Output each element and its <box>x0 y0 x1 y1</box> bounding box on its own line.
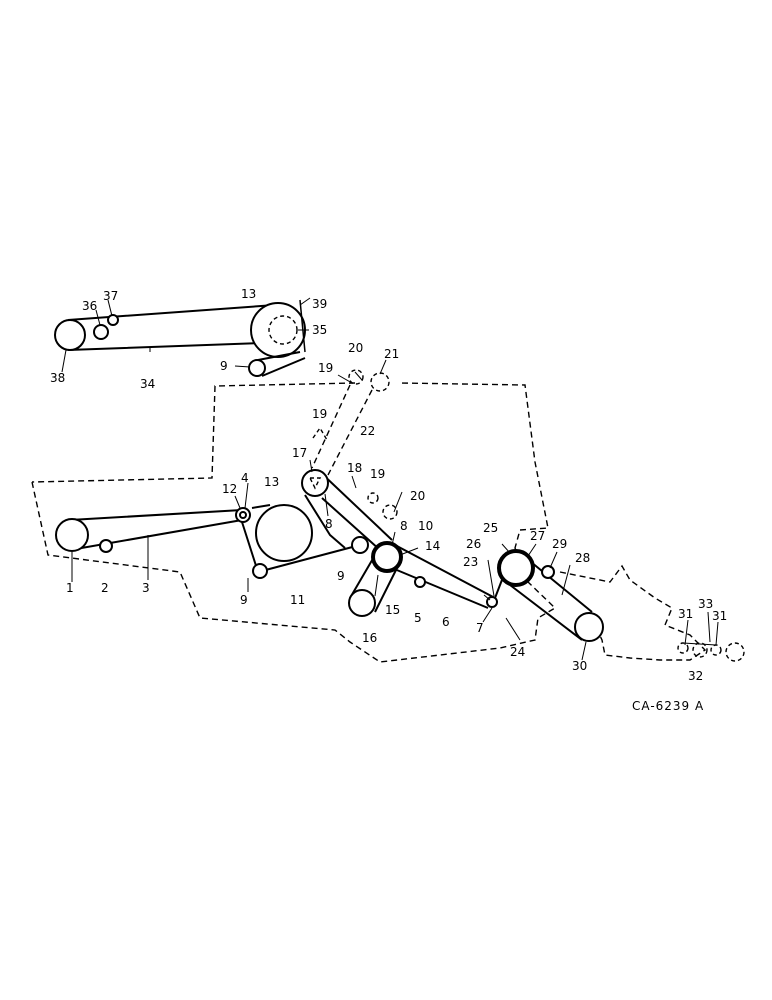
pulley-36 <box>93 324 109 340</box>
callout-9-mid: 9 <box>337 569 345 583</box>
main-pulleys <box>55 469 745 662</box>
pulley-17 <box>301 469 329 497</box>
callout-3: 3 <box>142 581 150 595</box>
belt-9-upper <box>257 351 306 377</box>
pulley-35 <box>268 315 298 345</box>
callout-9-top: 9 <box>220 359 228 373</box>
pulley-rear-b <box>725 642 745 662</box>
callout-19-low: 19 <box>370 467 385 481</box>
callout-22: 22 <box>360 424 375 438</box>
callout-25: 25 <box>483 521 498 535</box>
callout-19-top: 19 <box>318 361 333 375</box>
callout-36: 36 <box>82 299 97 313</box>
callout-13-top: 13 <box>241 287 256 301</box>
belt-39 <box>299 299 306 353</box>
pulley-19-mid <box>367 492 379 504</box>
pulley-13 <box>255 504 313 562</box>
callout-9-left: 9 <box>240 593 248 607</box>
belt-22 <box>311 384 373 476</box>
pulley-9-right <box>351 536 369 554</box>
belt-18 <box>317 469 393 551</box>
callout-2: 2 <box>101 581 109 595</box>
pulley-37 <box>107 314 119 326</box>
callout-32: 32 <box>688 669 703 683</box>
pulley-4 <box>239 511 247 519</box>
pulley-5 <box>414 576 426 588</box>
callout-23: 23 <box>463 555 478 569</box>
callout-19-mid: 19 <box>312 407 327 421</box>
callout-labels: 38 36 37 34 13 39 35 9 20 21 19 19 22 17… <box>50 287 727 683</box>
pulley-29 <box>541 565 555 579</box>
callout-8-right: 8 <box>400 519 408 533</box>
callout-28: 28 <box>575 551 590 565</box>
pulley-16 <box>348 589 376 617</box>
belt-3 <box>69 509 243 551</box>
callout-34: 34 <box>140 377 155 391</box>
callout-31-left: 31 <box>678 607 693 621</box>
callout-10: 10 <box>418 519 433 533</box>
pulley-33 <box>710 644 722 656</box>
callout-20-top: 20 <box>348 341 363 355</box>
upper-drive <box>54 299 306 377</box>
callout-30: 30 <box>572 659 587 673</box>
callout-38: 38 <box>50 371 65 385</box>
callout-17: 17 <box>292 446 307 460</box>
belt-17-loop <box>304 494 346 549</box>
pulley-20-top <box>348 369 364 385</box>
callout-29: 29 <box>552 537 567 551</box>
callout-27: 27 <box>530 529 545 543</box>
pulley-20-mid <box>382 504 398 520</box>
callout-12: 12 <box>222 482 237 496</box>
callout-37: 37 <box>103 289 118 303</box>
leader-lines <box>61 297 719 661</box>
callout-31-right: 31 <box>712 609 727 623</box>
callout-11: 11 <box>290 593 305 607</box>
callout-16: 16 <box>362 631 377 645</box>
belt-34 <box>67 304 276 351</box>
drawing-reference: CA-6239 A <box>632 699 704 713</box>
callout-39: 39 <box>312 297 327 311</box>
pulley-25 <box>497 549 535 587</box>
callout-20-low: 20 <box>410 489 425 503</box>
pulley-10 <box>371 541 403 573</box>
callout-35: 35 <box>312 323 327 337</box>
pulley-31 <box>677 642 689 654</box>
callout-13-main: 13 <box>264 475 279 489</box>
callout-33: 33 <box>698 597 713 611</box>
callout-24: 24 <box>510 645 525 659</box>
callout-6: 6 <box>442 615 450 629</box>
pulley-38 <box>54 319 86 351</box>
pulley-30 <box>574 612 604 642</box>
pulley-21 <box>370 372 390 392</box>
callout-15: 15 <box>385 603 400 617</box>
callout-1: 1 <box>66 581 74 595</box>
pulley-9-left <box>252 563 268 579</box>
callout-5: 5 <box>414 611 422 625</box>
pulley-1 <box>55 518 89 552</box>
callout-26: 26 <box>466 537 481 551</box>
belt-6 <box>391 544 496 609</box>
callout-4: 4 <box>241 471 249 485</box>
callout-8-left: 8 <box>325 517 333 531</box>
callout-14: 14 <box>425 539 440 553</box>
callout-21: 21 <box>384 347 399 361</box>
pulley-rear-a <box>692 642 708 658</box>
upper-dashed-drive <box>311 369 398 520</box>
machine-outline <box>31 382 707 663</box>
pulley-9-upper <box>248 359 266 377</box>
pulley-2 <box>99 539 113 553</box>
callout-18: 18 <box>347 461 362 475</box>
callout-7: 7 <box>476 621 484 635</box>
